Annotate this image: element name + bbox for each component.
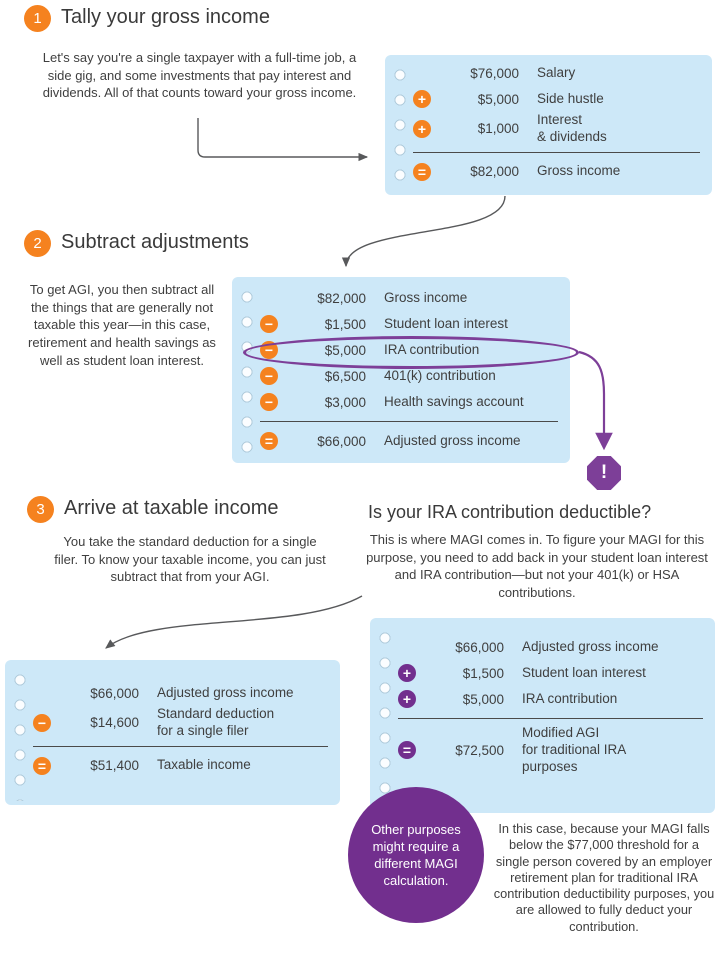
total-row: = $66,000 Adjusted gross income [260, 428, 558, 454]
label: Standard deduction for a single filer [157, 706, 275, 738]
step-2-title: Subtract adjustments [61, 231, 249, 253]
arrow-step1-to-card1 [197, 118, 369, 162]
table-row: $66,000 Adjusted gross income [33, 680, 328, 706]
label: Health savings account [384, 393, 524, 409]
table-row: + $1,500 Student loan interest [398, 660, 703, 686]
magi-note-bubble: Other purposes might require a different… [348, 787, 484, 923]
step-3-description: You take the standard deduction for a si… [54, 534, 326, 585]
step-3-title: Arrive at taxable income [64, 497, 279, 519]
amount: $76,000 [470, 65, 519, 81]
amount: $1,500 [462, 665, 504, 681]
notepad-holes [391, 63, 409, 191]
label: Adjusted gross income [157, 684, 294, 700]
step-2-badge: 2 [24, 230, 51, 257]
label: Interest & dividends [537, 112, 607, 144]
equals-icon: = [260, 432, 278, 450]
amount: $66,000 [317, 433, 366, 449]
amount: $1,500 [324, 316, 366, 332]
label: Salary [537, 64, 576, 80]
step-2-description: To get AGI, you then subtract all the th… [28, 282, 216, 368]
sum-divider [260, 421, 558, 422]
label: 401(k) contribution [384, 367, 496, 383]
ira-highlight-ellipse [243, 336, 579, 369]
step-1-title: Tally your gross income [61, 6, 270, 28]
amount: $6,500 [324, 368, 366, 384]
amount: $82,000 [317, 290, 366, 306]
label: IRA contribution [522, 690, 618, 706]
table-row: + $1,000 Interest & dividends [413, 112, 700, 146]
table-row: − $1,500 Student loan interest [260, 311, 558, 337]
table-row: − $6,500 401(k) contribution [260, 363, 558, 389]
bubble-text: Other purposes might require a different… [371, 821, 461, 889]
taxable-income-card: $66,000 Adjusted gross income − $14,600 … [5, 660, 340, 805]
exclamation-mark: ! [600, 462, 608, 483]
label: Adjusted gross income [522, 638, 659, 654]
amount: $5,000 [462, 691, 504, 707]
sum-divider [398, 718, 703, 719]
total-row: = $82,000 Gross income [413, 159, 700, 185]
amount: $66,000 [90, 685, 139, 701]
amount: $1,000 [477, 121, 519, 137]
exclamation-badge: ! [587, 456, 621, 490]
plus-icon: + [413, 90, 431, 108]
amount: $5,000 [477, 91, 519, 107]
total-row: = $51,400 Taxable income [33, 753, 328, 779]
minus-icon: − [260, 367, 278, 385]
equals-icon: = [33, 756, 51, 775]
table-row: + $5,000 Side hustle [413, 86, 700, 112]
minus-icon: − [33, 713, 51, 732]
step-1-badge: 1 [24, 5, 51, 32]
gross-income-card: $76,000 Salary + $5,000 Side hustle + $1… [385, 55, 712, 195]
amount: $51,400 [90, 758, 139, 774]
label: Modified AGI for traditional IRA purpose… [522, 725, 627, 774]
amount: $72,500 [455, 742, 504, 758]
arrow-step3-to-card3 [105, 595, 363, 649]
label: Side hustle [537, 90, 604, 106]
notepad-holes [238, 285, 256, 459]
plus-icon: + [398, 664, 416, 682]
sum-divider [33, 745, 328, 747]
magi-heading: Is your IRA contribution deductible? [368, 502, 652, 522]
plus-icon: + [413, 119, 431, 138]
table-row: − $3,000 Health savings account [260, 389, 558, 415]
table-row: + $5,000 IRA contribution [398, 686, 703, 712]
table-row: − $14,600 Standard deduction for a singl… [33, 706, 328, 740]
step-1-description: Let's say you're a single taxpayer with … [42, 50, 357, 101]
table-row: $76,000 Salary [413, 60, 700, 86]
label: Gross income [537, 163, 621, 179]
table-row: $66,000 Adjusted gross income [398, 634, 703, 660]
minus-icon: − [260, 315, 278, 333]
step-3-badge: 3 [27, 496, 54, 523]
amount: $14,600 [90, 715, 139, 731]
magi-description: This is where MAGI comes in. To figure y… [366, 532, 708, 601]
amount: $66,000 [455, 639, 504, 655]
minus-icon: − [260, 393, 278, 411]
arrow-card1-to-card2 [341, 195, 506, 268]
adjustments-card: $82,000 Gross income − $1,500 Student lo… [232, 277, 570, 463]
magi-card: $66,000 Adjusted gross income + $1,500 S… [370, 618, 715, 813]
plus-icon: + [398, 690, 416, 708]
notepad-holes [376, 626, 394, 809]
magi-footnote: In this case, because your MAGI falls be… [493, 821, 715, 934]
amount: $82,000 [470, 164, 519, 180]
sum-divider [413, 151, 700, 153]
label: Gross income [384, 289, 468, 305]
equals-icon: = [398, 741, 416, 760]
equals-icon: = [413, 162, 431, 181]
amount: $3,000 [324, 394, 366, 410]
table-row: $82,000 Gross income [260, 285, 558, 311]
label: Taxable income [157, 757, 251, 773]
label: Student loan interest [522, 664, 646, 680]
notepad-holes [11, 668, 29, 801]
total-row: = $72,500 Modified AGI for traditional I… [398, 725, 703, 776]
label: Adjusted gross income [384, 432, 521, 448]
label: Student loan interest [384, 315, 508, 331]
arrow-ira-to-alert [578, 350, 613, 451]
